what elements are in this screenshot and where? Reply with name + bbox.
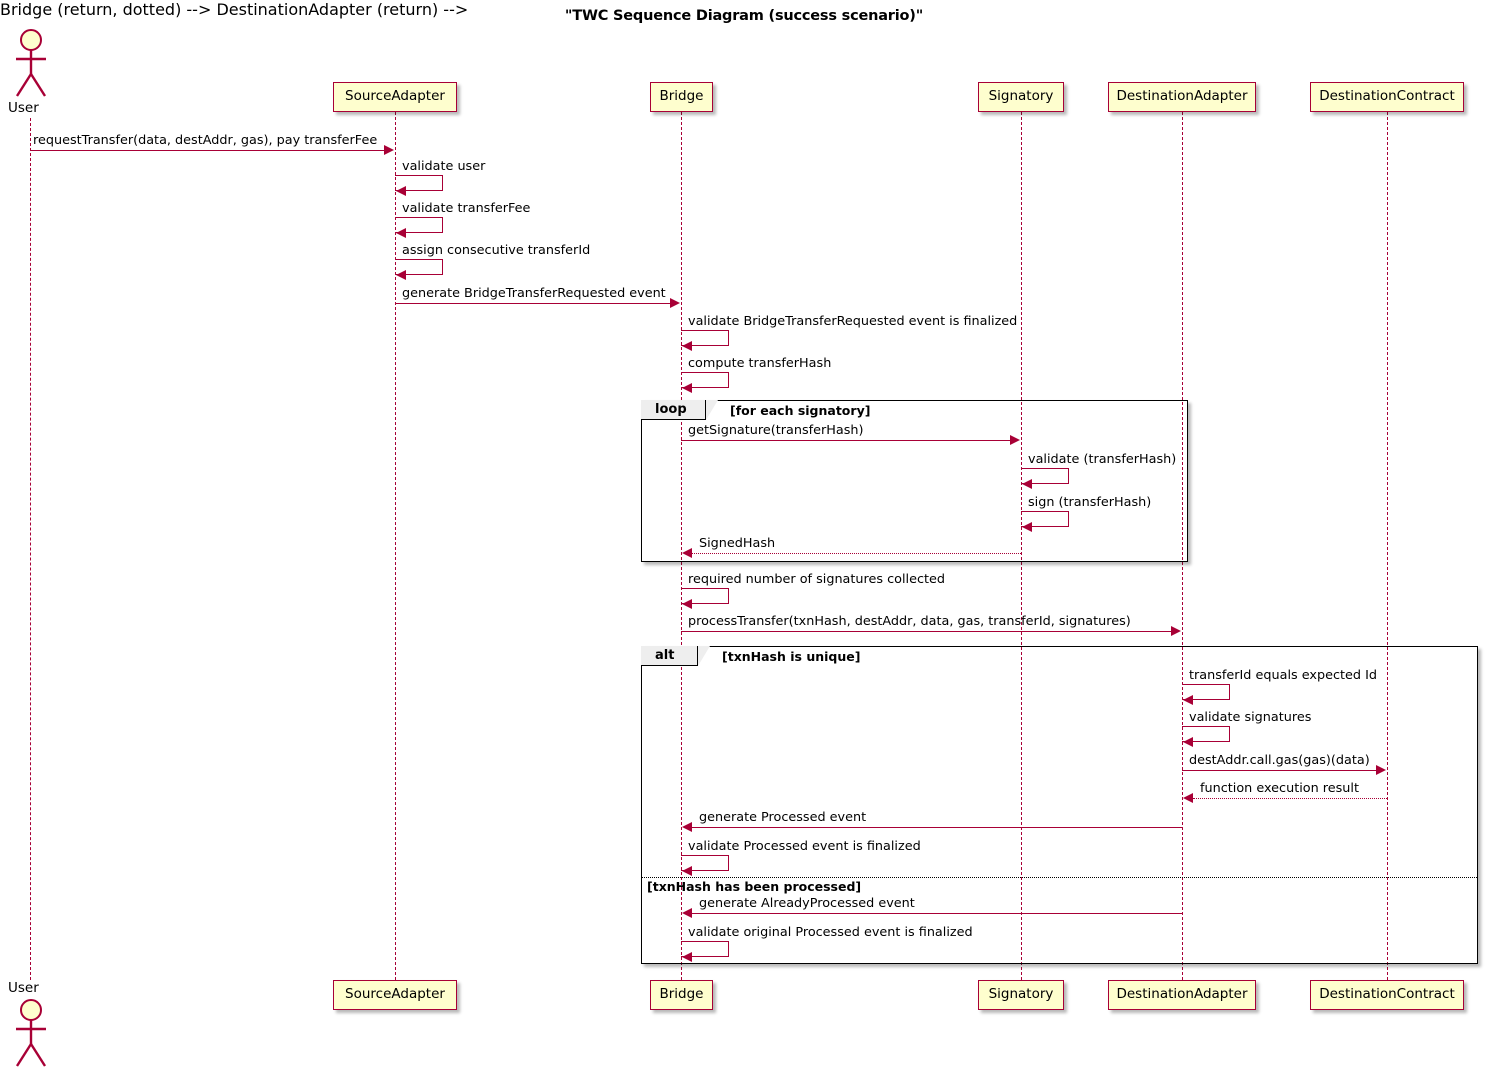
fragment-loop-signatories	[641, 400, 1188, 562]
message-arrowhead-request-transfer	[384, 145, 394, 155]
participant-source-adapter-top[interactable]: SourceAdapter	[333, 82, 457, 112]
message-label-process-transfer: processTransfer(txnHash, destAddr, data,…	[688, 614, 1131, 629]
message-self-validate-user	[395, 175, 443, 191]
message-label-signatures-collected: required number of signatures collected	[688, 572, 946, 587]
participant-destination-adapter-bottom[interactable]: DestinationAdapter	[1108, 980, 1256, 1010]
message-label-validate-processed-finalized: validate Processed event is finalized	[688, 839, 921, 854]
actor-label-user-bottom: User	[8, 980, 39, 996]
participant-destination-contract-bottom[interactable]: DestinationContract	[1310, 980, 1464, 1010]
message-arrowhead-validate-original-processed-finalized	[682, 952, 692, 962]
message-label-compute-transfer-hash: compute transferHash	[688, 356, 832, 371]
fragment-alt-divider	[642, 877, 1477, 878]
lifeline-user	[30, 118, 31, 980]
message-arrowhead-validate-transfer-hash	[1022, 479, 1032, 489]
fragment-loop-condition: [for each signatory]	[730, 403, 871, 418]
message-label-transfer-id-expected: transferId equals expected Id	[1189, 668, 1377, 683]
message-label-generate-already-processed-event: generate AlreadyProcessed event	[699, 896, 915, 911]
message-arrowhead-generate-bridge-transfer-requested	[670, 298, 680, 308]
message-label-sign-transfer-hash: sign (transferHash)	[1028, 495, 1152, 510]
message-label-validate-transfer-fee: validate transferFee	[402, 201, 531, 216]
message-label-validate-transfer-hash: validate (transferHash)	[1028, 452, 1177, 467]
message-self-sign-transfer-hash	[1021, 511, 1069, 527]
page-title: "TWC Sequence Diagram (success scenario)…	[564, 8, 924, 24]
message-line-dest-addr-call	[1182, 770, 1377, 771]
actor-label-user-top: User	[8, 100, 39, 116]
message-line-generate-bridge-transfer-requested	[395, 303, 671, 304]
message-arrowhead-generate-processed-event	[682, 822, 692, 832]
message-label-validate-signatures: validate signatures	[1189, 710, 1312, 725]
message-arrowhead-sign-transfer-hash	[1022, 522, 1032, 532]
message-arrowhead-function-execution-result	[1183, 793, 1193, 803]
actor-figure-user-top	[8, 28, 54, 102]
message-label-function-execution-result: function execution result	[1200, 781, 1359, 796]
message-self-compute-transfer-hash	[681, 372, 729, 388]
fragment-alt-condition-1: [txnHash is unique]	[722, 649, 861, 664]
message-arrowhead-process-transfer	[1171, 626, 1181, 636]
participant-destination-adapter-top[interactable]: DestinationAdapter	[1108, 82, 1256, 112]
lifeline-bridge	[681, 112, 682, 980]
message-label-validate-user: validate user	[402, 159, 486, 174]
message-label-dest-addr-call: destAddr.call.gas(gas)(data)	[1189, 753, 1370, 768]
message-arrowhead-validate-processed-finalized	[682, 866, 692, 876]
actor-figure-user-bottom	[8, 998, 54, 1067]
participant-bridge-bottom[interactable]: Bridge	[650, 980, 713, 1010]
message-self-assign-transfer-id	[395, 259, 443, 275]
message-line-process-transfer	[681, 631, 1172, 632]
message-arrowhead-generate-already-processed-event	[682, 908, 692, 918]
message-label-generate-processed-event: generate Processed event	[699, 810, 867, 825]
message-line-request-transfer	[30, 150, 385, 151]
lifeline-destination-contract	[1387, 112, 1388, 980]
fragment-alt-condition-2: [txnHash has been processed]	[647, 879, 862, 894]
lifeline-destination-adapter	[1182, 112, 1183, 980]
message-arrowhead-signatures-collected	[682, 599, 692, 609]
message-label-request-transfer: requestTransfer(data, destAddr, gas), pa…	[33, 133, 378, 148]
message-arrowhead-get-signature	[1010, 435, 1020, 445]
message-label-validate-event-finalized: validate BridgeTransferRequested event i…	[688, 314, 1018, 329]
message-self-signatures-collected	[681, 588, 729, 604]
message-self-validate-signatures	[1182, 726, 1230, 742]
message-label-validate-original-processed-finalized: validate original Processed event is fin…	[688, 925, 973, 940]
message-line-get-signature	[681, 440, 1011, 441]
message-arrowhead-assign-transfer-id	[396, 270, 406, 280]
message-arrowhead-compute-transfer-hash	[682, 383, 692, 393]
message-arrowhead-validate-event-finalized	[682, 341, 692, 351]
participant-signatory-bottom[interactable]: Signatory	[978, 980, 1064, 1010]
lifeline-source-adapter	[395, 112, 396, 980]
message-self-transfer-id-expected	[1182, 684, 1230, 700]
participant-source-adapter-bottom[interactable]: SourceAdapter	[333, 980, 457, 1010]
message-line-generate-processed-event	[692, 827, 1182, 828]
fragment-alt-txnhash	[641, 646, 1478, 964]
message-self-validate-original-processed-finalized	[681, 941, 729, 957]
participant-bridge-top[interactable]: Bridge	[650, 82, 713, 112]
message-line-generate-already-processed-event	[692, 913, 1182, 914]
message-arrowhead-validate-signatures	[1183, 737, 1193, 747]
lifeline-signatory	[1021, 112, 1022, 980]
message-line-signed-hash	[692, 553, 1021, 554]
message-line-function-execution-result	[1193, 798, 1387, 799]
message-label-signed-hash: SignedHash	[699, 536, 776, 551]
message-label-generate-bridge-transfer-requested: generate BridgeTransferRequested event	[402, 286, 666, 301]
message-arrowhead-signed-hash	[682, 548, 692, 558]
fragment-loop-tab-corner	[706, 400, 718, 420]
message-arrowhead-dest-addr-call	[1376, 765, 1386, 775]
message-self-validate-event-finalized	[681, 330, 729, 346]
message-label-assign-transfer-id: assign consecutive transferId	[402, 243, 591, 258]
participant-destination-contract-top[interactable]: DestinationContract	[1310, 82, 1464, 112]
message-label-get-signature: getSignature(transferHash)	[688, 423, 864, 438]
message-arrowhead-validate-user	[396, 186, 406, 196]
message-arrowhead-transfer-id-expected	[1183, 695, 1193, 705]
fragment-alt-tab-corner	[698, 646, 710, 666]
message-self-validate-processed-finalized	[681, 855, 729, 871]
fragment-loop-tab: loop	[641, 400, 706, 420]
participant-signatory-top[interactable]: Signatory	[978, 82, 1064, 112]
message-self-validate-transfer-hash	[1021, 468, 1069, 484]
message-self-validate-transfer-fee	[395, 217, 443, 233]
message-arrowhead-validate-transfer-fee	[396, 228, 406, 238]
fragment-alt-tab: alt	[641, 646, 698, 666]
